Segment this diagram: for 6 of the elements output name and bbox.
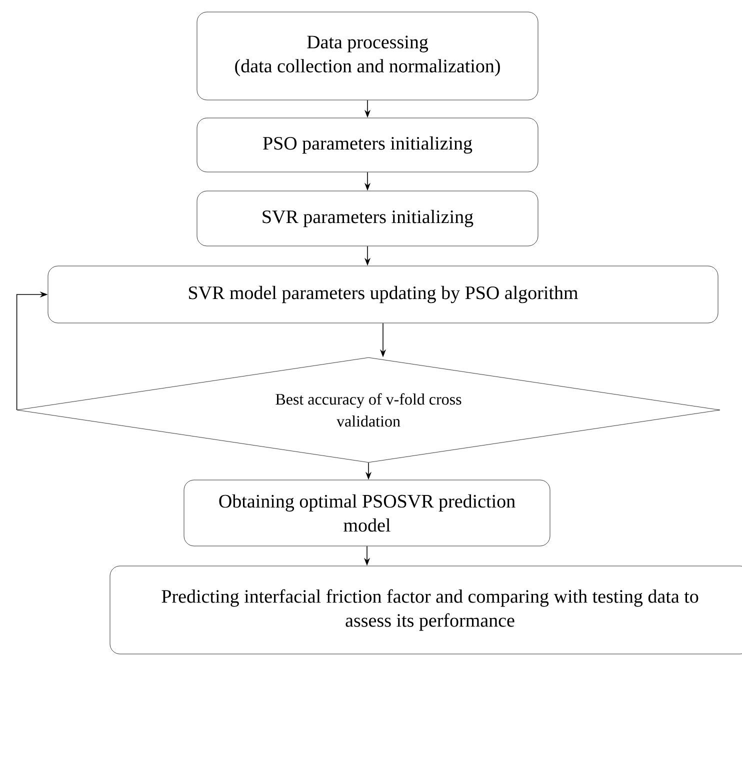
process-box: Data processing (data collection and normalization) (196, 12, 538, 100)
process-box: SVR model parameters updating by PSO algorithm (48, 266, 718, 324)
process-box: Obtaining optimal PSOSVR prediction model (184, 480, 550, 546)
process-box: PSO parameters initializing (196, 118, 538, 172)
process-box: SVR parameters initializing (196, 190, 538, 246)
process-box: Predicting interfacial friction factor and comparing with testing data to assess its performance (110, 566, 742, 654)
